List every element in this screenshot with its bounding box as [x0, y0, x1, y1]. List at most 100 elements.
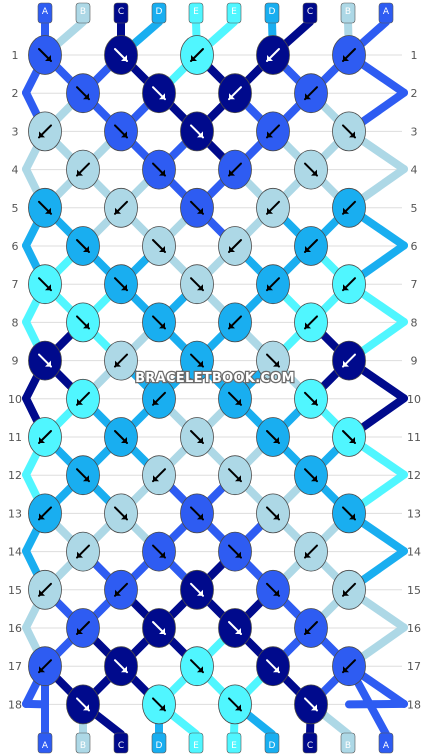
knot	[66, 73, 100, 114]
string-tab-shape	[378, 732, 394, 754]
row-number-right: 2	[411, 87, 418, 100]
arrow-head	[45, 55, 51, 61]
knot	[142, 302, 176, 343]
string-letter: A	[383, 741, 390, 751]
string-letter: B	[345, 7, 351, 17]
arrow-head	[311, 169, 317, 176]
row-number-left: 2	[12, 87, 19, 100]
row-number-left: 11	[8, 431, 22, 444]
arrow-head	[305, 246, 311, 252]
row-number-left: 3	[12, 125, 19, 138]
arrow-head	[343, 207, 349, 214]
watermark-text: BRACELETBOOK.COM	[135, 371, 295, 386]
knot	[256, 417, 290, 457]
string-letter: C	[307, 741, 313, 751]
row-number-left: 9	[12, 355, 19, 368]
arrow-head	[235, 628, 241, 634]
knot	[180, 417, 214, 457]
edge-thread-right	[345, 699, 408, 709]
string-tab-shape	[113, 732, 129, 754]
row-number-left: 5	[12, 202, 19, 215]
string-tab-top: D	[264, 2, 280, 24]
arrow-head	[121, 284, 127, 291]
string-letter: C	[307, 7, 313, 17]
knot	[66, 149, 100, 190]
string-letter: C	[118, 741, 124, 751]
string-letter: E	[193, 7, 199, 17]
knot	[142, 149, 176, 190]
row-number-right: 8	[411, 316, 418, 329]
string-tab-shape	[340, 732, 356, 754]
string-letter: C	[118, 7, 124, 17]
string-tab-shape	[302, 732, 318, 754]
row-number-right: 6	[411, 240, 418, 253]
arrow-head	[159, 246, 165, 252]
knot	[142, 608, 176, 648]
knot	[180, 569, 214, 610]
arrow-head	[349, 513, 355, 520]
knot	[66, 684, 100, 725]
string-tab-bottom: A	[378, 732, 394, 754]
arrow-head	[39, 666, 45, 673]
knot	[142, 531, 176, 572]
string-tab-shape	[188, 732, 204, 754]
arrow-head	[121, 513, 127, 520]
knot	[180, 35, 214, 75]
knot	[180, 493, 214, 534]
string-letter: E	[193, 741, 199, 751]
string-letter: B	[80, 7, 86, 17]
arrow-head	[45, 284, 51, 291]
knot	[180, 340, 214, 381]
knot	[104, 187, 138, 228]
knot	[104, 569, 138, 610]
arrow-head	[115, 360, 121, 367]
knot	[332, 569, 366, 610]
knot	[66, 226, 100, 266]
arrow-head	[343, 360, 349, 367]
arrow-head	[235, 704, 241, 711]
knot	[180, 646, 214, 687]
arrow-head	[83, 475, 89, 482]
knot	[332, 417, 366, 457]
arrow-head	[197, 207, 203, 214]
knot	[218, 531, 252, 572]
knot	[218, 226, 252, 266]
arrow-head	[197, 513, 203, 520]
knot	[332, 646, 366, 687]
arrow-head	[349, 131, 355, 138]
row-number-left: 4	[12, 164, 19, 177]
string-tab-top: D	[151, 2, 167, 24]
knot	[218, 378, 252, 419]
string-tab-shape	[113, 2, 129, 24]
row-number-left: 18	[8, 698, 22, 711]
string-tab-shape	[151, 732, 167, 754]
knot	[28, 111, 62, 152]
arrow-head	[159, 704, 165, 711]
row-number-right: 3	[411, 125, 418, 138]
string-tab-shape	[37, 732, 53, 754]
arrow-head	[235, 475, 241, 482]
knot	[294, 608, 328, 648]
string-tab-top: B	[340, 2, 356, 24]
arrow-head	[349, 437, 355, 443]
knot	[256, 493, 290, 534]
knot	[104, 264, 138, 305]
string-letter: B	[80, 741, 86, 751]
arrow-head	[311, 475, 317, 482]
string-tab-shape	[264, 2, 280, 24]
row-number-right: 13	[407, 507, 421, 520]
knot	[218, 73, 252, 114]
arrow-head	[45, 207, 51, 214]
string-tab-shape	[264, 732, 280, 754]
arrow-head	[197, 589, 203, 596]
knot	[256, 646, 290, 687]
row-number-left: 17	[8, 660, 22, 673]
string-tab-shape	[340, 2, 356, 24]
string-tab-bottom: C	[113, 732, 129, 754]
arrow-head	[343, 589, 349, 596]
string-tab-bottom: D	[264, 732, 280, 754]
arrow-head	[159, 322, 165, 329]
string-tab-top: C	[302, 2, 318, 24]
string-tab-bottom: A	[37, 732, 53, 754]
